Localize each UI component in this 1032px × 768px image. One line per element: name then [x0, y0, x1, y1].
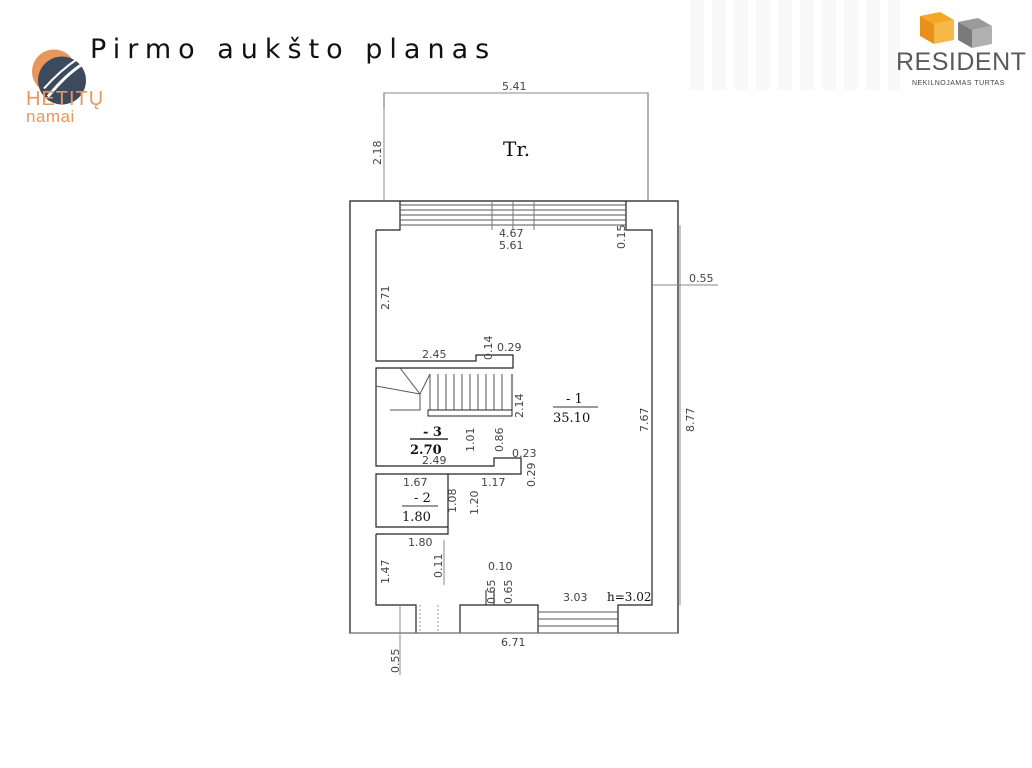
dim-108: 1.08 [446, 489, 459, 514]
stair-handrail [427, 409, 513, 417]
dim-249: 2.49 [422, 454, 447, 467]
dim-029b: 0.29 [525, 463, 538, 488]
dim-014: 0.14 [482, 336, 495, 361]
resident-logo-name: RESIDENT [896, 48, 1027, 76]
dim-010: 0.10 [488, 560, 513, 573]
room-1-number: - 1 [566, 392, 583, 407]
room-2-area: 1.80 [402, 510, 431, 525]
dim-inner-top-a: 4.67 [499, 227, 524, 240]
dim-wall-small: 0.15 [615, 225, 628, 250]
inner-wall [375, 201, 653, 633]
page-title: Pirmo aukšto planas [90, 34, 497, 65]
dim-outer-height: 8.77 [684, 408, 697, 433]
dim-wall-right: 0.55 [689, 272, 714, 285]
dim-partition-len: 2.45 [422, 348, 447, 361]
dim-065a: 0.65 [485, 580, 498, 605]
dim-terrace-width: 5.41 [502, 80, 527, 93]
dim-086: 0.86 [493, 428, 506, 453]
dim-left-upper: 2.71 [379, 286, 392, 311]
dim-011: 0.11 [432, 554, 445, 579]
room-3-area: 2.70 [410, 443, 442, 458]
dim-stair-h: 2.14 [513, 394, 526, 419]
resident-logo-subtitle: NEKILNOJAMAS TURTAS [912, 80, 1005, 87]
terrace-label: Tr. [503, 137, 530, 161]
dim-outer-width: 6.71 [501, 636, 526, 649]
hetitu-logo-line2: namai [26, 107, 75, 126]
dim-120: 1.20 [468, 491, 481, 516]
faint-background-text [690, 0, 900, 90]
resident-logo-icon [920, 12, 992, 48]
ceiling-height: h=3.02 [607, 590, 652, 604]
dim-inner-top-b: 5.61 [499, 239, 524, 252]
dim-167: 1.67 [403, 476, 428, 489]
dim-117: 1.17 [481, 476, 506, 489]
room-3-number: - 3 [423, 425, 442, 440]
dim-inner-height: 7.67 [638, 408, 651, 433]
room-1-area: 35.10 [553, 411, 590, 426]
hetitu-logo-line1: HETITŲ [26, 88, 105, 110]
dim-147: 1.47 [379, 560, 392, 585]
hetitu-logo-text: HETITŲ namai [26, 88, 105, 126]
room-2-number: - 2 [414, 491, 431, 506]
dim-065b: 0.65 [502, 580, 515, 605]
dim-terrace-depth: 2.18 [371, 141, 384, 166]
dim-101: 1.01 [464, 428, 477, 453]
dim-180: 1.80 [408, 536, 433, 549]
hetitu-logo-icon [32, 49, 86, 105]
dim-303: 3.03 [563, 591, 588, 604]
dim-029: 0.29 [497, 341, 522, 354]
dim-023: 0.23 [512, 447, 537, 460]
dim-bottom-wall: 0.55 [389, 649, 402, 674]
